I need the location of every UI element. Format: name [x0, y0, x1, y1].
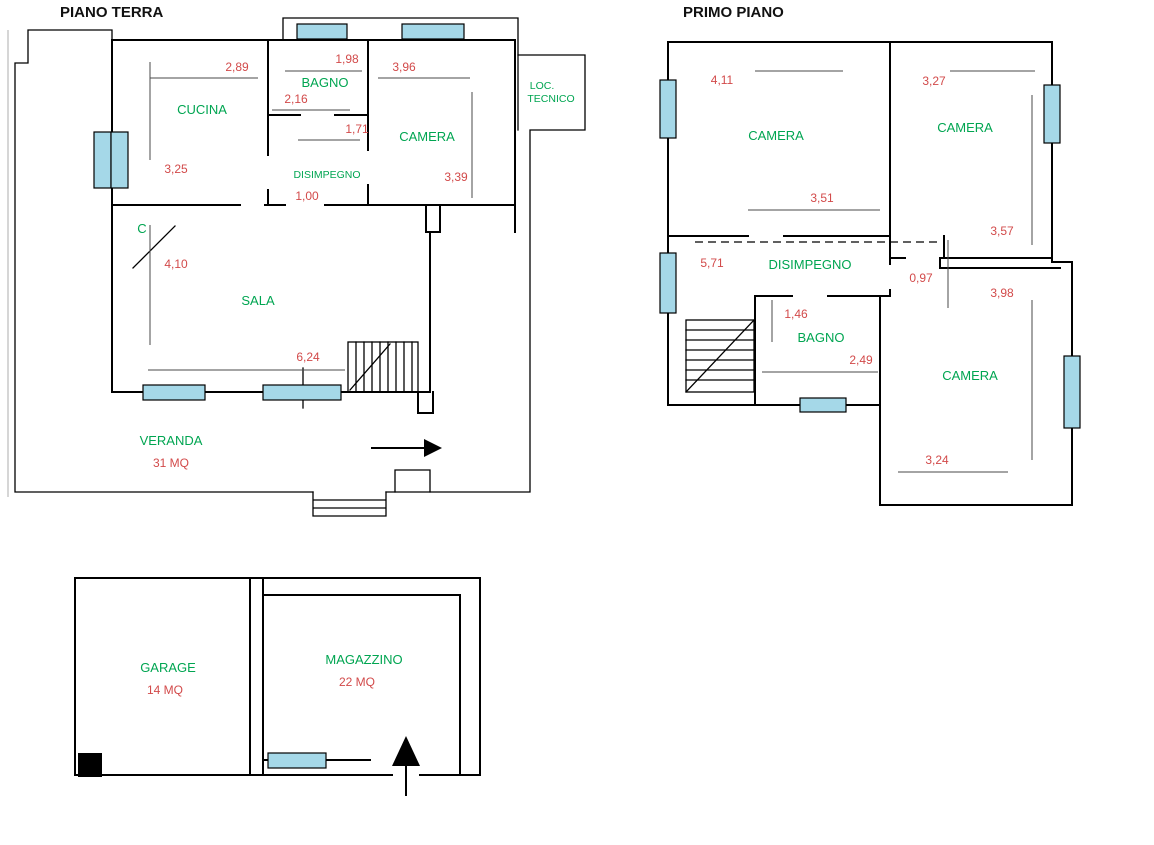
window — [142, 384, 206, 401]
window — [262, 384, 342, 401]
ground-floor-walls — [14, 17, 586, 517]
stairs-outline — [685, 319, 755, 393]
dimension-line — [148, 62, 473, 371]
measure-cucina-side: 3,25 — [164, 162, 188, 176]
window — [401, 23, 465, 40]
fireplace-line — [132, 225, 176, 269]
pillar — [78, 753, 102, 777]
first-floor-windows — [659, 79, 1081, 429]
measure-veranda-area: 31 MQ — [153, 456, 189, 470]
window — [93, 131, 112, 189]
stairs-outline — [347, 341, 419, 393]
annex: GARAGE 14 MQ MAGAZZINO 22 MQ — [74, 577, 481, 796]
measure-garage-area: 14 MQ — [147, 683, 183, 697]
measure-camera-nw-bottom: 3,51 — [810, 191, 834, 205]
label-loc-tecnico-2: TECNICO — [527, 93, 574, 105]
label-magazzino: MAGAZZINO — [325, 652, 402, 667]
stairs-treads — [685, 329, 755, 381]
entrance-arrow-head — [392, 736, 420, 766]
label-veranda: VERANDA — [140, 433, 203, 448]
label-camera-ne: CAMERA — [937, 120, 993, 135]
measure-sala-bottom: 6,24 — [296, 350, 320, 364]
window — [799, 397, 847, 413]
measure-sala-side: 4,10 — [164, 257, 188, 271]
label-garage: GARAGE — [140, 660, 196, 675]
measure-disimpegno-door: 1,00 — [295, 189, 319, 203]
window — [659, 79, 677, 139]
window — [1063, 355, 1081, 429]
label-fireplace: C — [137, 221, 146, 236]
label-camera-se: CAMERA — [942, 368, 998, 383]
measure-magazzino-area: 22 MQ — [339, 675, 375, 689]
measure-camera-ne-side: 3,57 — [990, 224, 1014, 238]
label-loc-tecnico-1: LOC. — [530, 80, 555, 92]
measure-bagno-top: 1,98 — [335, 52, 359, 66]
label-sala: SALA — [241, 293, 275, 308]
annex-divider-wall — [249, 577, 264, 776]
window — [110, 131, 129, 189]
measure-passage-width: 0,97 — [909, 271, 933, 285]
window — [659, 252, 677, 314]
measure-camera-side: 3,39 — [444, 170, 468, 184]
label-cucina: CUCINA — [177, 102, 227, 117]
measure-camera-top: 3,96 — [392, 60, 416, 74]
label-disimpegno-ff: DISIMPEGNO — [768, 257, 851, 272]
measure-cucina-top: 2,89 — [225, 60, 249, 74]
measure-bagno-bottom: 2,49 — [849, 353, 873, 367]
house-outer-walls — [111, 39, 516, 393]
window — [296, 23, 348, 40]
dimension-line — [748, 70, 1035, 473]
measure-bagno-width: 2,16 — [284, 92, 308, 106]
measure-camera-se-bottom: 3,24 — [925, 453, 949, 467]
ff-interior-walls — [667, 41, 1061, 406]
stairs-cut-line — [349, 343, 391, 391]
first-floor: PRIMO PIANO 4,11 3,27 CAMERA CAMERA 3,51… — [659, 4, 1081, 506]
floor-title-ground: PIANO TERRA — [60, 4, 164, 21]
floor-title-first: PRIMO PIANO — [683, 4, 784, 21]
window — [1043, 84, 1061, 144]
label-camera-nw: CAMERA — [748, 128, 804, 143]
stairs-treads — [355, 341, 413, 393]
veranda-steps — [312, 491, 387, 517]
ground-floor: PIANO TERRA 2,89 1,98 3,96 BAGNO 2,16 CU… — [14, 4, 586, 517]
window — [267, 752, 327, 769]
annex-outer-walls — [74, 577, 481, 776]
measure-camera-se-side: 3,98 — [990, 286, 1014, 300]
ground-floor-windows — [93, 23, 465, 401]
entrance-arrow — [371, 439, 442, 457]
label-bagno: BAGNO — [302, 75, 349, 90]
stairs-cut-line — [685, 319, 755, 393]
measure-camera-ne-top: 3,27 — [922, 74, 946, 88]
measure-camera-nw-top: 4,11 — [711, 73, 734, 87]
annex-walls — [74, 577, 481, 776]
veranda-outline — [14, 17, 586, 493]
measure-bagno-side: 1,46 — [784, 307, 808, 321]
ground-floor-stairs — [347, 341, 419, 393]
measure-disimpegno-length: 5,71 — [700, 256, 724, 270]
house-interior-walls — [111, 39, 516, 414]
ground-floor-dimension-lines — [148, 62, 473, 371]
first-floor-dimension-lines — [748, 70, 1035, 473]
label-bagno-ff: BAGNO — [798, 330, 845, 345]
veranda-step-notch — [394, 469, 431, 493]
first-floor-stairs — [685, 319, 755, 393]
annex-entrance-arrow — [392, 736, 420, 796]
ff-outer-walls — [667, 41, 1073, 506]
entrance-arrow-head — [424, 439, 442, 457]
label-disimpegno-gf: DISIMPEGNO — [293, 169, 360, 181]
label-camera-gf: CAMERA — [399, 129, 455, 144]
measure-disimpegno-width: 1,71 — [345, 122, 369, 136]
first-floor-walls — [667, 41, 1073, 506]
